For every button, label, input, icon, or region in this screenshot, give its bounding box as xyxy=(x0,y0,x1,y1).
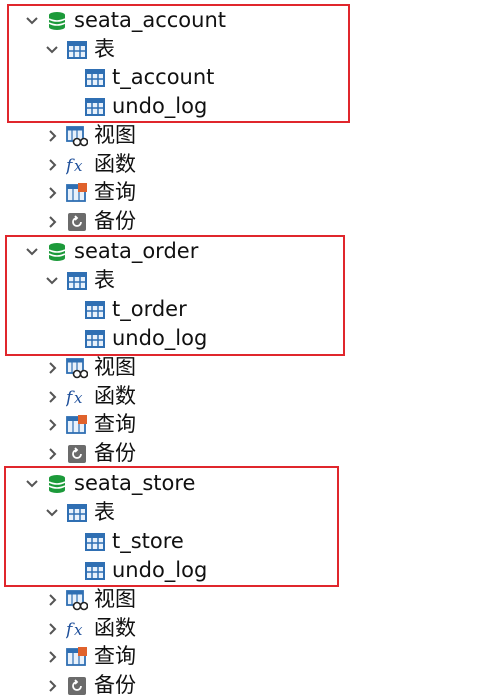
group-label: 表 xyxy=(94,500,115,524)
group-label: 查询 xyxy=(94,644,136,668)
db-seata-account[interactable]: seata_account xyxy=(24,6,226,35)
group-label: 查询 xyxy=(94,180,136,204)
table-item[interactable]: undo_log xyxy=(84,556,207,585)
function-icon: f x xyxy=(66,154,88,176)
table-icon xyxy=(84,560,106,582)
function-icon: f x xyxy=(66,386,88,408)
query-icon xyxy=(66,414,88,436)
function-icon: f x xyxy=(66,618,88,640)
table-icon xyxy=(84,328,106,350)
query-icon xyxy=(66,646,88,668)
table-name: t_order xyxy=(112,297,187,321)
group-tables[interactable]: 表 xyxy=(44,35,115,64)
group-functions[interactable]: f x 函数 xyxy=(44,150,136,179)
chevron-right-icon[interactable] xyxy=(44,592,60,608)
chevron-right-icon[interactable] xyxy=(44,649,60,665)
table-item[interactable]: t_order xyxy=(84,295,187,324)
group-label: 查询 xyxy=(94,412,136,436)
svg-text:x: x xyxy=(74,157,83,175)
table-icon xyxy=(84,299,106,321)
table-icon xyxy=(66,39,88,61)
group-label: 备份 xyxy=(94,673,136,697)
group-views[interactable]: 视图 xyxy=(44,585,136,614)
chevron-down-icon[interactable] xyxy=(24,13,40,29)
table-name: undo_log xyxy=(112,326,208,350)
db-name: seata_account xyxy=(74,8,226,32)
chevron-down-icon[interactable] xyxy=(24,244,40,260)
group-label: 表 xyxy=(94,37,115,61)
table-icon xyxy=(66,270,88,292)
group-label: 函数 xyxy=(94,152,136,176)
group-backups[interactable]: 备份 xyxy=(44,671,136,700)
group-label: 函数 xyxy=(94,384,136,408)
view-icon xyxy=(66,357,88,379)
backup-icon xyxy=(66,675,88,697)
chevron-right-icon[interactable] xyxy=(44,446,60,462)
backup-icon xyxy=(66,443,88,465)
chevron-right-icon[interactable] xyxy=(44,621,60,637)
chevron-right-icon[interactable] xyxy=(44,128,60,144)
group-label: 视图 xyxy=(94,123,136,147)
db-name: seata_store xyxy=(74,471,196,495)
chevron-down-icon[interactable] xyxy=(44,505,60,521)
group-functions[interactable]: f x 函数 xyxy=(44,614,136,643)
svg-text:f: f xyxy=(66,620,75,640)
table-name: t_store xyxy=(112,529,184,553)
table-item[interactable]: t_store xyxy=(84,527,184,556)
chevron-right-icon[interactable] xyxy=(44,678,60,694)
cutoff-item xyxy=(60,0,130,4)
chevron-down-icon[interactable] xyxy=(24,476,40,492)
svg-text:f: f xyxy=(66,156,75,176)
group-views[interactable]: 视图 xyxy=(44,353,136,382)
group-queries[interactable]: 查询 xyxy=(44,178,136,207)
group-backups[interactable]: 备份 xyxy=(44,439,136,468)
chevron-down-icon[interactable] xyxy=(44,42,60,58)
group-tables[interactable]: 表 xyxy=(44,498,115,527)
group-label: 备份 xyxy=(94,209,136,233)
table-name: t_account xyxy=(112,65,215,89)
group-tables[interactable]: 表 xyxy=(44,266,115,295)
table-icon xyxy=(84,531,106,553)
svg-text:x: x xyxy=(74,621,83,639)
view-icon xyxy=(66,589,88,611)
group-label: 表 xyxy=(94,268,115,292)
db-seata-store[interactable]: seata_store xyxy=(24,469,195,498)
db-seata-order[interactable]: seata_order xyxy=(24,237,198,266)
chevron-down-icon[interactable] xyxy=(44,273,60,289)
svg-text:f: f xyxy=(66,388,75,408)
chevron-right-icon[interactable] xyxy=(44,360,60,376)
group-label: 视图 xyxy=(94,587,136,611)
chevron-right-icon[interactable] xyxy=(44,157,60,173)
group-views[interactable]: 视图 xyxy=(44,121,136,150)
query-icon xyxy=(66,182,88,204)
group-functions[interactable]: f x 函数 xyxy=(44,382,136,411)
table-icon xyxy=(84,67,106,89)
table-item[interactable]: undo_log xyxy=(84,92,207,121)
group-label: 函数 xyxy=(94,616,136,640)
group-label: 视图 xyxy=(94,355,136,379)
chevron-right-icon[interactable] xyxy=(44,185,60,201)
group-queries[interactable]: 查询 xyxy=(44,642,136,671)
table-icon xyxy=(84,96,106,118)
table-name: undo_log xyxy=(112,558,208,582)
view-icon xyxy=(66,125,88,147)
table-item[interactable]: t_account xyxy=(84,63,214,92)
chevron-right-icon[interactable] xyxy=(44,417,60,433)
svg-text:x: x xyxy=(74,389,83,407)
database-icon xyxy=(46,10,68,32)
group-queries[interactable]: 查询 xyxy=(44,410,136,439)
backup-icon xyxy=(66,211,88,233)
table-icon xyxy=(66,502,88,524)
chevron-right-icon[interactable] xyxy=(44,214,60,230)
group-label: 备份 xyxy=(94,441,136,465)
chevron-right-icon[interactable] xyxy=(44,389,60,405)
table-name: undo_log xyxy=(112,94,208,118)
database-icon xyxy=(46,473,68,495)
table-item[interactable]: undo_log xyxy=(84,324,207,353)
group-backups[interactable]: 备份 xyxy=(44,207,136,236)
db-name: seata_order xyxy=(74,239,199,263)
database-icon xyxy=(46,241,68,263)
